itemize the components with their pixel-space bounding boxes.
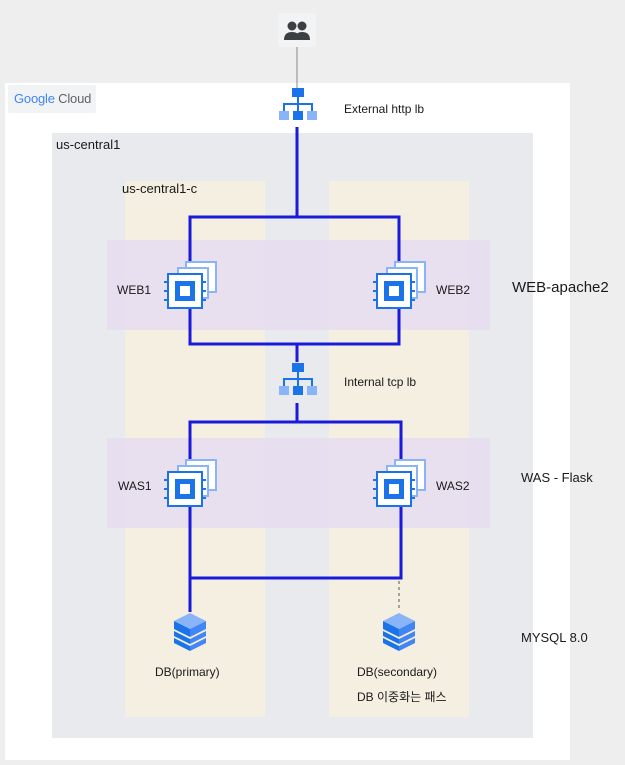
compute-engine-icon (373, 261, 426, 309)
compute-engine-icon (164, 459, 217, 507)
web2-node (369, 258, 431, 310)
was1-node (160, 456, 222, 508)
db-primary-node (172, 612, 208, 652)
internal-lb-to-was-line (188, 420, 403, 485)
logo-google-text: Google (14, 91, 55, 106)
external-lb-node (278, 87, 318, 127)
logo-cloud-text: Cloud (58, 91, 92, 106)
region-label: us-central1 (56, 137, 121, 152)
load-balancer-icon (279, 363, 317, 395)
db-secondary-node (381, 612, 417, 652)
web1-node (160, 258, 222, 310)
load-balancer-icon (279, 88, 317, 120)
web2-label: WEB2 (436, 283, 471, 297)
db-secondary-label: DB(secondary) (357, 665, 438, 679)
lb-to-web-line (188, 215, 401, 287)
web-tier-label: WEB-apache2 (512, 279, 609, 296)
internal-lb-node (278, 362, 318, 402)
compute-engine-icon (373, 459, 426, 507)
zone-label: us-central1-c (122, 181, 198, 196)
internal-lb-label: Internal tcp lb (344, 375, 417, 389)
db-primary-label: DB(primary) (155, 665, 220, 679)
users-icon (284, 21, 310, 40)
google-cloud-logo-word: Google Cloud (14, 91, 91, 106)
google-cloud-logo: Google Cloud (8, 85, 96, 113)
database-icon (174, 613, 206, 651)
was1-label: WAS1 (118, 479, 152, 493)
web-to-internal-lb-line (188, 305, 401, 346)
external-lb-label: External http lb (344, 102, 425, 116)
was2-label: WAS2 (436, 479, 470, 493)
web1-label: WEB1 (117, 283, 152, 297)
users-node (278, 13, 316, 47)
was2-node (369, 456, 431, 508)
compute-engine-icon (164, 261, 217, 309)
db-tier-label: MYSQL 8.0 (521, 630, 588, 645)
was-tier-label: WAS - Flask (521, 470, 593, 485)
was-join-line (188, 503, 403, 580)
db-secondary-note: DB 이중화는 패스 (357, 690, 447, 704)
database-icon (383, 613, 415, 651)
